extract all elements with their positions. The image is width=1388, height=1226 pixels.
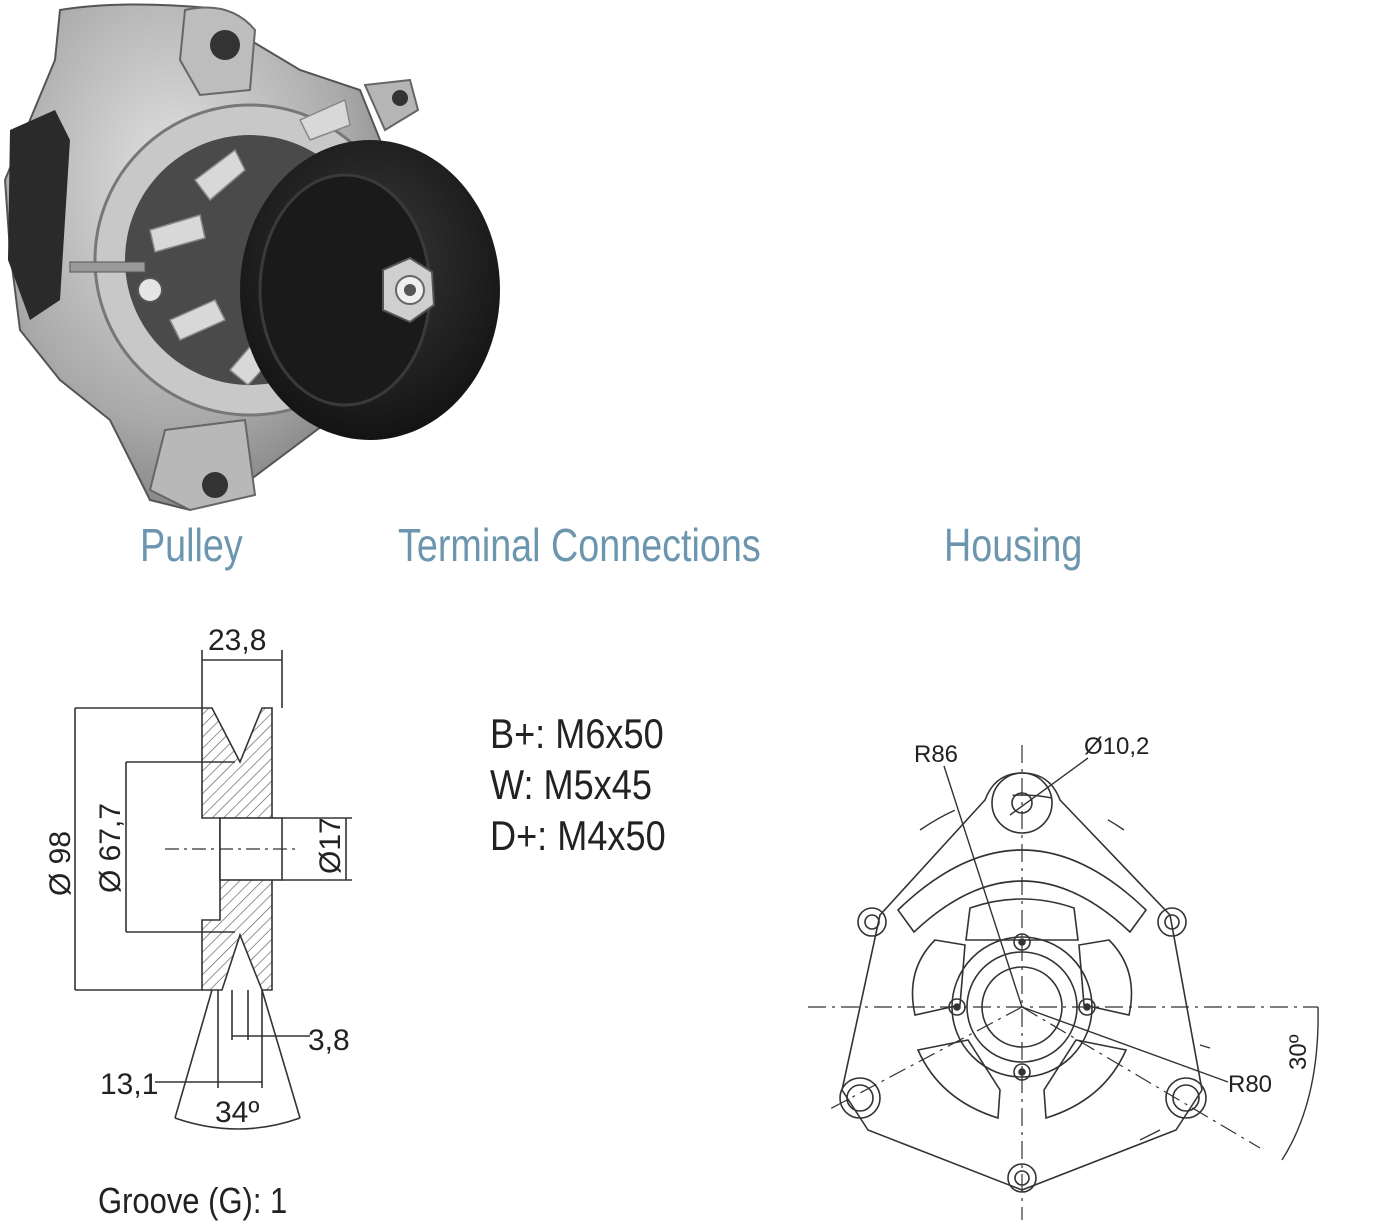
alternator-photo (3, 3, 500, 512)
dim-hole: Ø10,2 (1084, 733, 1149, 760)
dim-angle: 34º (215, 1096, 259, 1129)
pulley-drawing (74, 650, 352, 1130)
dim-groove-width: 13,1 (100, 1068, 158, 1101)
dim-r80: R80 (1228, 1071, 1272, 1098)
groove-count: Groove (G): 1 (98, 1180, 288, 1221)
technical-drawings: 23,8 Ø 98 Ø 67,7 Ø17 3,8 13,1 34º (44, 624, 1319, 1220)
terminal-connections-heading: Terminal Connections (398, 519, 761, 571)
housing-heading: Housing (944, 519, 1083, 571)
pulley-dimension-labels: 23,8 Ø 98 Ø 67,7 Ø17 3,8 13,1 34º (44, 624, 350, 1129)
pulley-heading: Pulley (140, 519, 243, 571)
housing-dimension-labels: R86 Ø10,2 R80 30º (914, 733, 1312, 1098)
dim-housing-angle: 30º (1285, 1034, 1312, 1070)
dim-groove-diameter: Ø 67,7 (94, 803, 127, 893)
terminal-list: B+: M6x50 W: M5x45 D+: M4x50 (490, 708, 666, 861)
dim-offset: 3,8 (308, 1024, 350, 1057)
terminal-d-plus: D+: M4x50 (490, 812, 666, 859)
terminal-w: W: M5x45 (490, 761, 652, 808)
housing-drawing (808, 745, 1319, 1220)
dim-width: 23,8 (208, 624, 266, 657)
dim-outer-diameter: Ø 98 (44, 831, 77, 896)
dim-r86: R86 (914, 741, 958, 768)
terminal-b-plus: B+: M6x50 (490, 710, 664, 757)
dim-bore: Ø17 (314, 817, 347, 874)
